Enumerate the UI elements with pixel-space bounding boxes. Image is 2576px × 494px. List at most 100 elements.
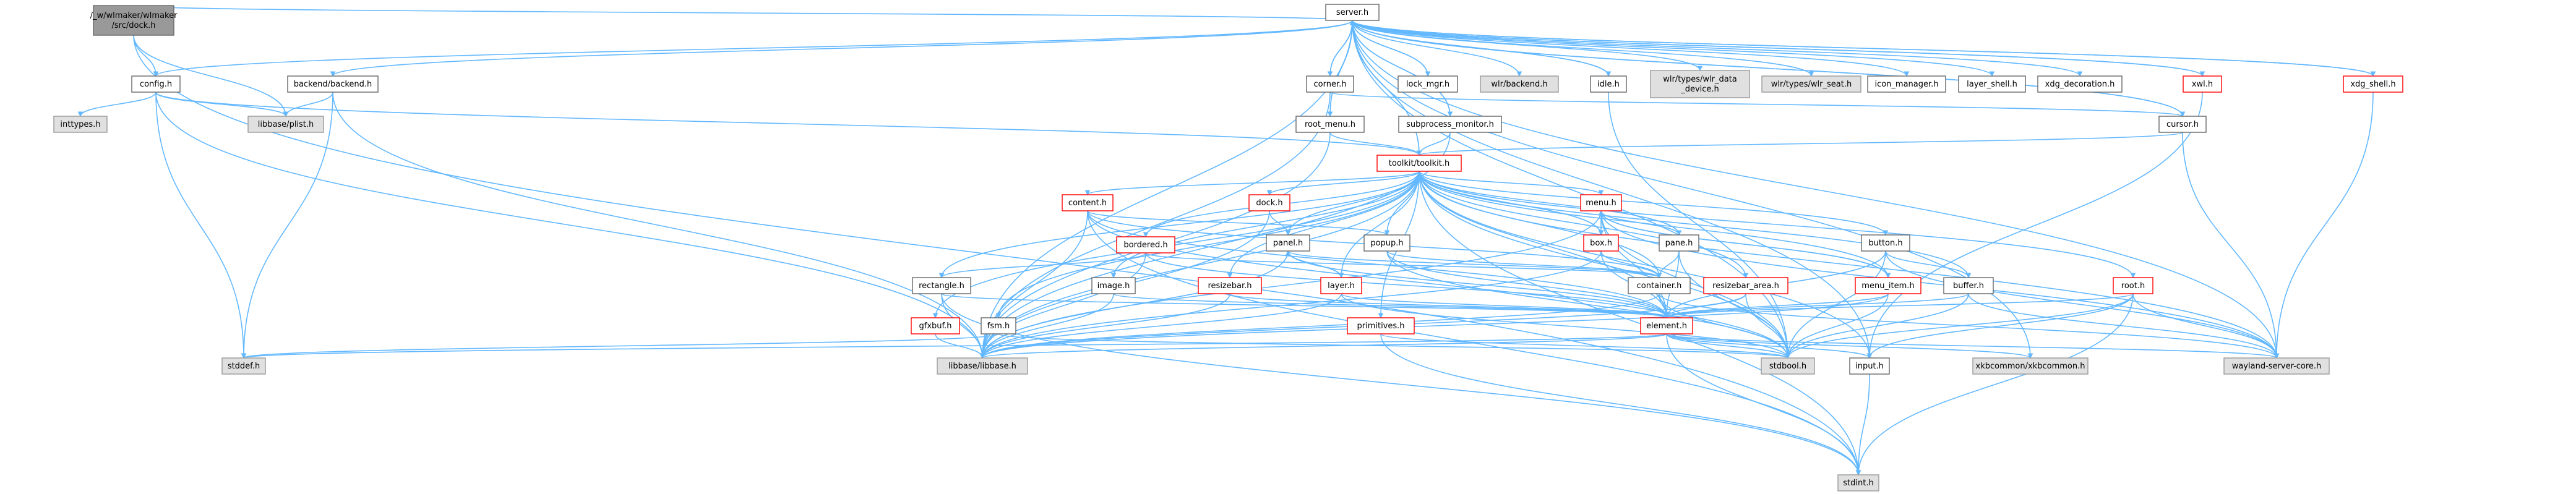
node-label-wlr-data-device-h: wlr/types/wlr_data — [1663, 75, 1737, 84]
node-label-wlr-data-device-h: _device.h — [1680, 85, 1719, 94]
node-libbase-h[interactable]: libbase/libbase.h — [937, 357, 1028, 375]
edge-config_h-to-toolkit_h — [155, 92, 1420, 156]
node-toolkit-h[interactable]: toolkit/toolkit.h — [1376, 155, 1462, 172]
node-xwl-h[interactable]: xwl.h — [2183, 75, 2222, 93]
node-box-fsm-h — [981, 317, 1016, 334]
node-rectangle-h[interactable]: rectangle.h — [912, 277, 971, 294]
node-xdg-decoration-h[interactable]: xdg_decoration.h — [2037, 75, 2123, 93]
node-image-h[interactable]: image.h — [1091, 277, 1136, 294]
node-cursor-h[interactable]: cursor.h — [2158, 116, 2207, 133]
node-server-h[interactable]: server.h — [1325, 4, 1380, 21]
edge-rectangle_h-to-libbase_h — [941, 293, 983, 359]
node-dock-h[interactable]: dock.h — [1248, 194, 1290, 211]
node-label-dock-c: /src/dock.h — [112, 21, 156, 30]
node-corner-h[interactable]: corner.h — [1306, 75, 1354, 93]
node-box-image-h — [1091, 277, 1136, 294]
node-pane-h[interactable]: pane.h — [1659, 234, 1699, 252]
node-dock-c[interactable]: /_w/wlmaker/wlmaker/src/dock.h — [90, 5, 178, 36]
node-box-idle-h — [1590, 75, 1627, 93]
node-label-rectangle-h: rectangle.h — [919, 281, 964, 291]
node-content-h[interactable]: content.h — [1062, 194, 1114, 211]
node-xdg-shell-h[interactable]: xdg_shell.h — [2343, 75, 2403, 93]
edge-resizebar_h-to-element_h — [1229, 293, 1667, 318]
edge-toolkit_h-to-stdint_h — [1419, 171, 1859, 475]
node-label-dock-h: dock.h — [1256, 198, 1282, 208]
arrowhead-toolkit_h-to-gfxbuf_h — [932, 313, 938, 319]
node-gfxbuf-h[interactable]: gfxbuf.h — [911, 317, 960, 334]
node-box-content-h — [1062, 194, 1114, 211]
node-inttypes-h[interactable]: inttypes.h — [53, 116, 108, 133]
node-box-plist-h — [247, 116, 324, 133]
node-menu-item-h[interactable]: menu_item.h — [1855, 277, 1921, 294]
node-backend-h[interactable]: backend/backend.h — [287, 75, 379, 93]
node-wayland-h[interactable]: wayland-server-core.h — [2223, 357, 2330, 375]
node-element-h[interactable]: element.h — [1640, 317, 1693, 334]
edge-toolkit_h-to-gfxbuf_h — [935, 171, 1420, 318]
arrowhead-menu_h-to-box_h — [1598, 230, 1604, 236]
node-label-fsm-h: fsm.h — [987, 322, 1010, 331]
node-wlr-seat-h[interactable]: wlr/types/wlr_seat.h — [1761, 75, 1861, 93]
node-bordered-h[interactable]: bordered.h — [1116, 236, 1175, 253]
node-idle-h[interactable]: idle.h — [1590, 75, 1627, 93]
arrowhead-toolkit_h-to-content_h — [1084, 190, 1091, 196]
node-stdint-h[interactable]: stdint.h — [1837, 474, 1879, 492]
arrowhead-toolkit_h-to-menu_h — [1598, 190, 1604, 196]
edge-server_h-to-layer_shell_h — [1352, 20, 1993, 77]
node-box-button-h — [1861, 234, 1910, 252]
node-subprocess-monitor-h[interactable]: subprocess_monitor.h — [1398, 116, 1502, 133]
node-stdbool-h[interactable]: stdbool.h — [1761, 357, 1815, 375]
edge-resizebar_area_h-to-stdbool_h — [1745, 293, 1788, 359]
arrowhead-button_h-to-buffer_h — [1965, 273, 1972, 279]
node-box-xkbcommon-h — [1972, 357, 2089, 375]
edge-root_h-to-input_h — [1869, 293, 2134, 359]
node-plist-h[interactable]: libbase/plist.h — [247, 116, 324, 133]
node-layer-shell-h[interactable]: layer_shell.h — [1958, 75, 2026, 93]
edge-root_menu_h-to-server_h — [1329, 20, 1353, 117]
node-box-dock-c — [93, 5, 174, 36]
node-layer-h[interactable]: layer.h — [1320, 277, 1362, 294]
node-icon-manager-h[interactable]: icon_manager.h — [1867, 75, 1946, 93]
node-root-menu-h[interactable]: root_menu.h — [1295, 116, 1365, 133]
edge-resizebar_h-to-libbase_h — [982, 293, 1230, 359]
node-box-element-h — [1640, 317, 1693, 334]
node-resizebar-h[interactable]: resizebar.h — [1198, 277, 1262, 294]
edge-config_h-to-stddef_h — [155, 92, 244, 359]
node-xkbcommon-h[interactable]: xkbcommon/xkbcommon.h — [1972, 357, 2089, 375]
node-config-h[interactable]: config.h — [131, 75, 181, 93]
node-primitives-h[interactable]: primitives.h — [1347, 317, 1415, 334]
node-wlr-backend-h[interactable]: wlr/backend.h — [1480, 75, 1559, 93]
arrowhead-element_h-to-xkbcommon_h — [2027, 353, 2033, 359]
edge-menu_h-to-element_h — [1600, 210, 1667, 318]
node-buffer-h[interactable]: buffer.h — [1943, 277, 1994, 294]
node-popup-h[interactable]: popup.h — [1363, 234, 1410, 252]
node-root-h[interactable]: root.h — [2113, 277, 2153, 294]
arrowhead-backend_h-to-plist_h — [283, 111, 289, 117]
graph-nodes: /_w/wlmaker/wlmaker/src/dock.h server.h co… — [53, 4, 2403, 492]
node-label-stdbool-h: stdbool.h — [1769, 362, 1806, 371]
edge-panel_h-to-libbase_h — [982, 250, 1289, 359]
node-resizebar-area-h[interactable]: resizebar_area.h — [1703, 277, 1788, 294]
edge-dock_c-to-config_h — [133, 35, 157, 77]
node-box-subprocess-monitor-h — [1398, 116, 1502, 133]
node-label-stddef-h: stddef.h — [228, 362, 260, 371]
node-label-resizebar-area-h: resizebar_area.h — [1712, 281, 1779, 291]
node-lock-mgr-h[interactable]: lock_mgr.h — [1397, 75, 1458, 93]
node-label-primitives-h: primitives.h — [1357, 322, 1404, 331]
node-label-menu-h: menu.h — [1586, 198, 1616, 208]
node-wlr-data-device-h[interactable]: wlr/types/wlr_data_device.h — [1650, 70, 1750, 98]
edge-dock_c-to-plist_h — [133, 35, 286, 117]
node-label-corner-h: corner.h — [1314, 80, 1347, 89]
node-stddef-h[interactable]: stddef.h — [221, 357, 266, 375]
node-menu-h[interactable]: menu.h — [1580, 194, 1622, 211]
node-box-h[interactable]: box.h — [1583, 234, 1619, 252]
node-panel-h[interactable]: panel.h — [1266, 234, 1310, 252]
edge-server_h-to-icon_manager_h — [1352, 20, 1907, 77]
edge-root_h-to-stdint_h — [1858, 293, 2134, 475]
node-button-h[interactable]: button.h — [1861, 234, 1910, 252]
node-fsm-h[interactable]: fsm.h — [981, 317, 1016, 334]
edge-toolkit_h-to-rectangle_h — [941, 171, 1420, 278]
edge-image_h-to-element_h — [1113, 293, 1667, 318]
edge-toolkit_h-to-input_h — [1419, 171, 1870, 359]
node-container-h[interactable]: container.h — [1628, 277, 1691, 294]
node-input-h[interactable]: input.h — [1849, 357, 1890, 375]
